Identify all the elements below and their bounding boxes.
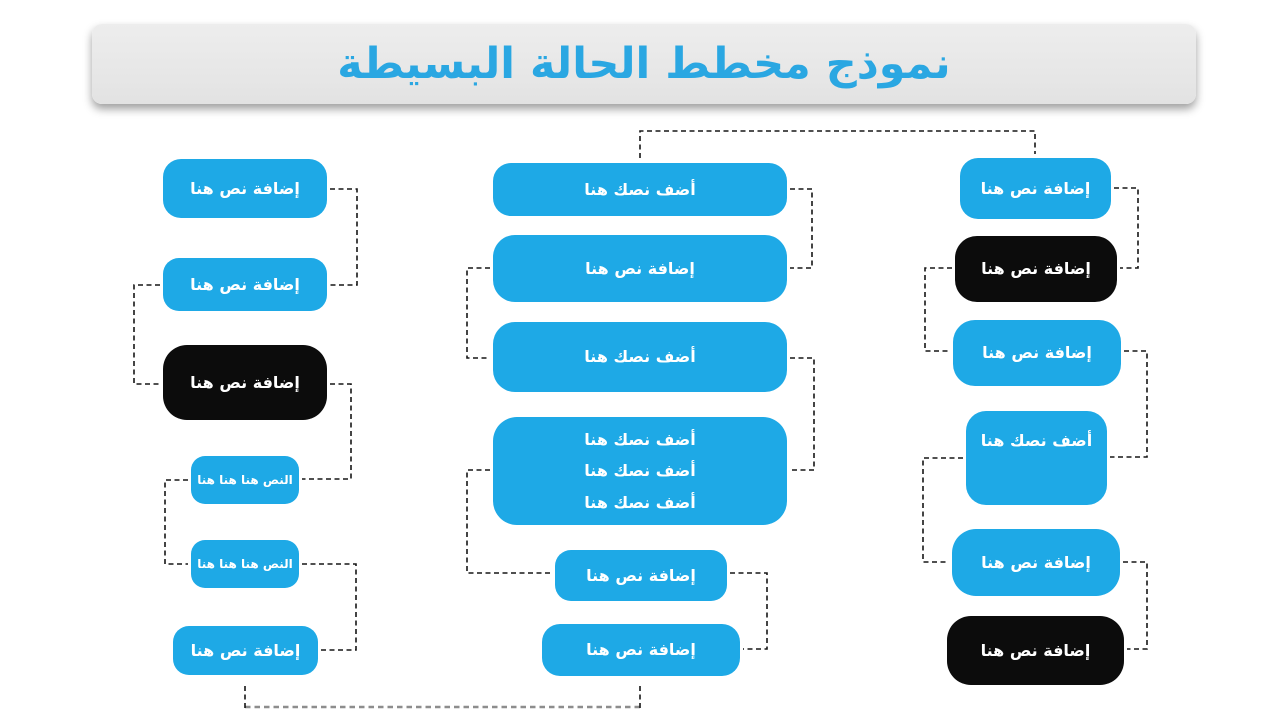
connector-middle-2-3 [466, 267, 490, 359]
state-box-right-4[interactable]: أضف نصك هنا [966, 411, 1107, 505]
state-box-line: أضف نصك هنا [584, 492, 696, 512]
state-box-middle-6[interactable]: إضافة نص هنا [542, 624, 740, 676]
state-box-middle-4[interactable]: أضف نصك هنا أضف نصك هنا أضف نصك هنا [493, 417, 787, 525]
state-box-middle-1[interactable]: أضف نصك هنا [493, 163, 787, 216]
state-box-right-2[interactable]: إضافة نص هنا [955, 236, 1117, 302]
state-box-line: أضف نصك هنا [584, 430, 696, 450]
connector-right-5-6 [1123, 561, 1148, 650]
state-box-middle-5[interactable]: إضافة نص هنا [555, 550, 727, 601]
state-box-left-5[interactable]: النص هنا هنا هنا [191, 540, 299, 588]
state-box-right-6[interactable]: إضافة نص هنا [947, 616, 1124, 685]
state-box-right-3[interactable]: إضافة نص هنا [953, 320, 1121, 386]
state-box-left-4[interactable]: النص هنا هنا هنا [191, 456, 299, 504]
state-box-middle-3[interactable]: أضف نصك هنا [493, 322, 787, 392]
state-box-line: أضف نصك هنا [584, 461, 696, 481]
connector-left-1-2 [330, 188, 358, 286]
state-box-left-2[interactable]: إضافة نص هنا [163, 258, 327, 311]
page-title: نموذج مخطط الحالة البسيطة [337, 39, 951, 89]
connector-right-1-2 [1114, 187, 1139, 269]
state-box-right-5[interactable]: إضافة نص هنا [952, 529, 1120, 596]
state-box-middle-2[interactable]: إضافة نص هنا [493, 235, 787, 302]
connector-left-2-3 [133, 284, 160, 385]
connector-middle-3-4 [790, 357, 815, 471]
state-box-left-3[interactable]: إضافة نص هنا [163, 345, 327, 420]
connector-middle-1-2 [790, 188, 813, 269]
state-box-left-6[interactable]: إضافة نص هنا [173, 626, 318, 675]
state-box-right-1[interactable]: إضافة نص هنا [960, 158, 1111, 219]
connector-left-4-5 [164, 479, 188, 565]
state-box-left-1[interactable]: إضافة نص هنا [163, 159, 327, 218]
title-banner[interactable]: نموذج مخطط الحالة البسيطة [92, 24, 1196, 104]
connector-right-2-3 [924, 267, 952, 352]
connector-top-m1-r1 [639, 130, 1036, 158]
